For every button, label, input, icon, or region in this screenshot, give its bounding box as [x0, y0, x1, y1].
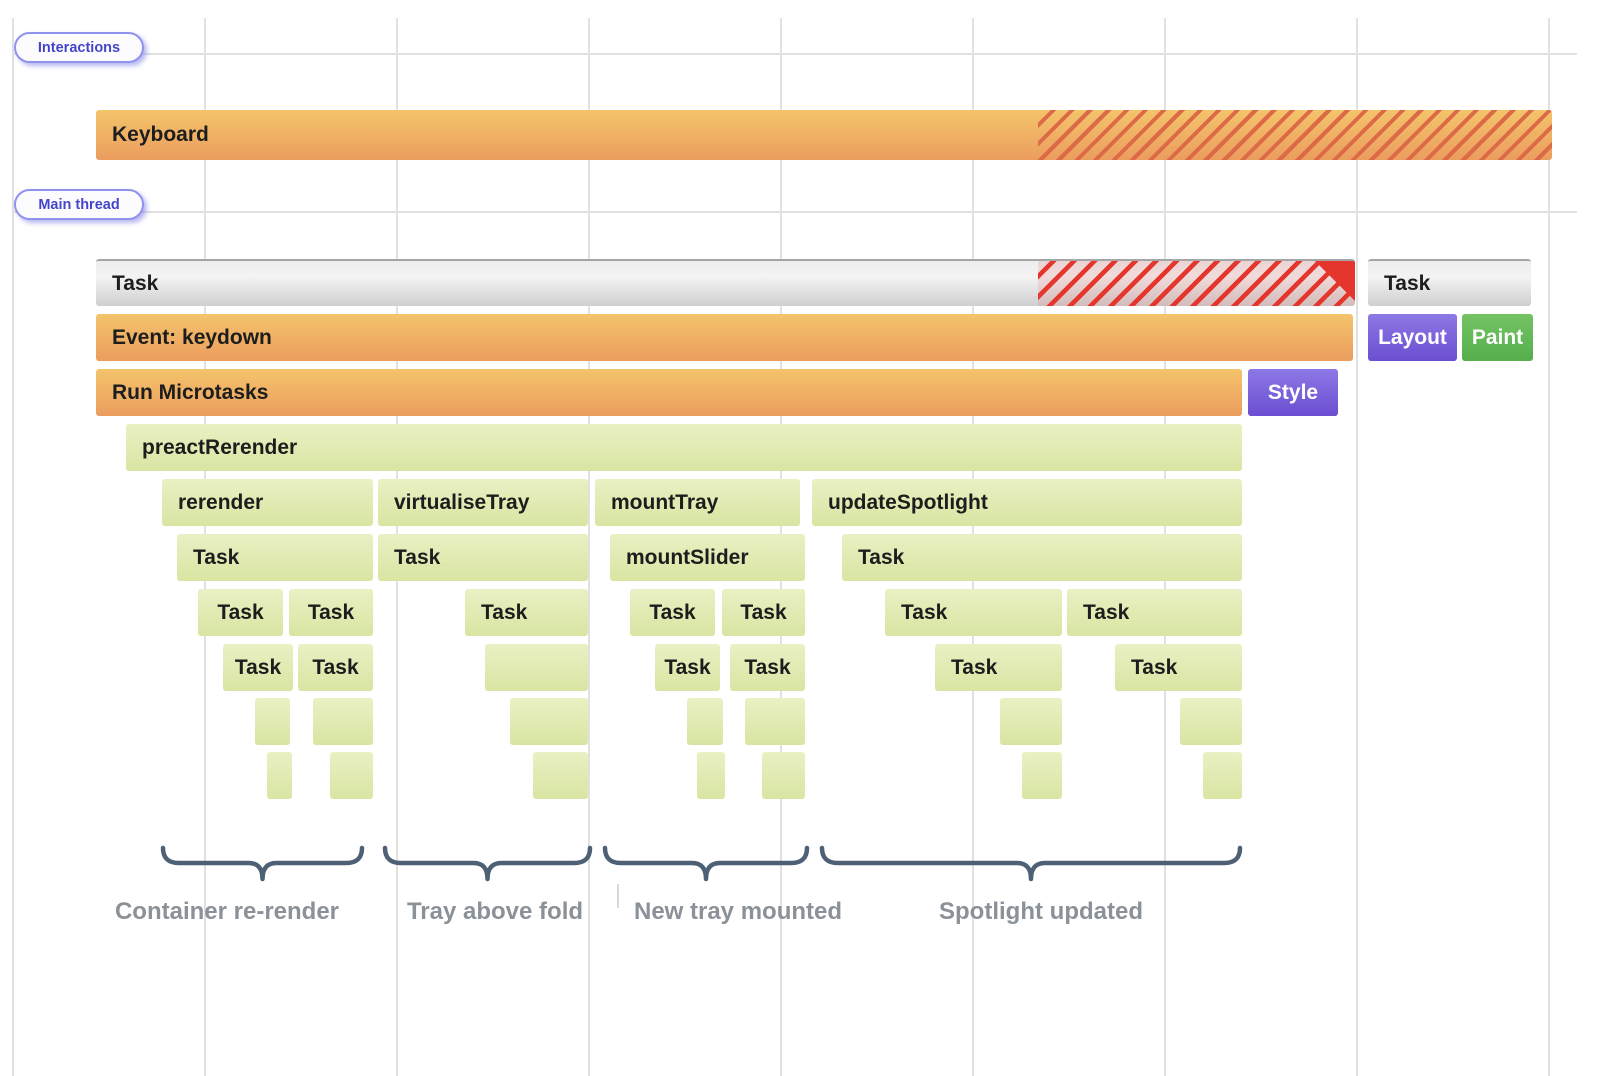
gridline-vertical — [588, 18, 590, 1076]
red-hatch-overlay — [1038, 261, 1355, 306]
gridline-tick — [617, 884, 619, 908]
bar-paint[interactable]: Paint — [1462, 314, 1533, 361]
brace — [160, 845, 365, 882]
bar-label: Task — [307, 600, 355, 624]
bar-label: preactRerender — [142, 435, 298, 459]
bar-task[interactable] — [533, 752, 588, 799]
bar-task[interactable]: Task — [935, 644, 1062, 691]
bar-task[interactable] — [330, 752, 373, 799]
bar-task[interactable]: Task — [1067, 589, 1242, 636]
bar-label: virtualiseTray — [394, 490, 530, 514]
bar-task[interactable]: Task — [289, 589, 373, 636]
bar-label: Paint — [1471, 325, 1524, 349]
bar-label: Task — [481, 600, 528, 624]
bar-task[interactable]: Task — [298, 644, 373, 691]
annotation-label: Container re-render — [114, 898, 340, 925]
gridline-vertical — [1356, 18, 1358, 1076]
bar-label: Task — [858, 545, 905, 569]
gridline-vertical — [1548, 18, 1550, 1076]
bar-task[interactable]: Task — [223, 644, 293, 691]
gridline-horizontal — [12, 211, 1577, 213]
bar-task[interactable] — [510, 698, 588, 745]
bar-label: Task — [901, 600, 948, 624]
bar-task[interactable] — [762, 752, 805, 799]
bar-task[interactable]: Task — [722, 589, 805, 636]
bar-label: Task — [193, 545, 240, 569]
bar-label: rerender — [178, 490, 264, 514]
bar-label: updateSpotlight — [828, 490, 988, 514]
bar-label: Task — [217, 600, 264, 624]
bar-label: mountSlider — [626, 545, 749, 569]
brace — [819, 845, 1243, 882]
bar-task[interactable] — [485, 644, 588, 691]
bar-preact-rerender[interactable]: preactRerender — [126, 424, 1242, 471]
bar-task[interactable]: Task — [630, 589, 715, 636]
bar-task[interactable] — [1000, 698, 1062, 745]
bar-label: Task — [1131, 655, 1178, 679]
bar-label: Keyboard — [112, 123, 209, 146]
bar-label: Task — [649, 600, 696, 624]
bar-label: Run Microtasks — [112, 380, 269, 404]
bar-task[interactable]: Task — [730, 644, 805, 691]
annotation-label: Tray above fold — [406, 898, 584, 925]
bar-update-spotlight[interactable]: updateSpotlight — [812, 479, 1242, 526]
brace — [602, 845, 810, 882]
bar-task[interactable]: Task — [378, 534, 588, 581]
bar-mount-slider[interactable]: mountSlider — [610, 534, 805, 581]
bar-label: Style — [1267, 380, 1319, 404]
bar-run-microtasks[interactable]: Run Microtasks — [96, 369, 1242, 416]
hatch-overlay — [1038, 110, 1552, 160]
bar-task[interactable] — [1203, 752, 1242, 799]
red-corner-triangle — [1313, 261, 1355, 301]
bar-event-keydown[interactable]: Event: keydown — [96, 314, 1353, 361]
bar-task[interactable]: Task — [1115, 644, 1242, 691]
bar-task[interactable] — [267, 752, 292, 799]
bar-virtualise-tray[interactable]: virtualiseTray — [378, 479, 588, 526]
bar-label: Task — [234, 655, 282, 679]
bar-label: Task — [740, 600, 787, 624]
bar-label: Event: keydown — [112, 325, 272, 349]
bar-task-after[interactable]: Task — [1368, 259, 1531, 306]
bar-task[interactable] — [1180, 698, 1242, 745]
bar-label: Task — [312, 655, 359, 679]
track-pill-main-thread[interactable]: Main thread — [14, 189, 144, 220]
bar-layout[interactable]: Layout — [1368, 314, 1457, 361]
bar-rerender[interactable]: rerender — [162, 479, 373, 526]
bar-label: Task — [1083, 600, 1130, 624]
annotation-label: Spotlight updated — [939, 898, 1143, 925]
gridline-vertical — [12, 18, 14, 1076]
bar-task[interactable] — [745, 698, 805, 745]
bar-task[interactable] — [1022, 752, 1062, 799]
bar-task[interactable]: Task — [885, 589, 1062, 636]
bar-task[interactable] — [313, 698, 373, 745]
bar-mount-tray[interactable]: mountTray — [595, 479, 800, 526]
bar-label: mountTray — [611, 490, 719, 514]
bar-task[interactable] — [687, 698, 723, 745]
bar-task[interactable]: Task — [842, 534, 1242, 581]
bar-task[interactable] — [255, 698, 290, 745]
gridline-horizontal — [12, 53, 1577, 55]
brace — [382, 845, 593, 882]
bar-task[interactable] — [697, 752, 725, 799]
bar-label: Task — [394, 545, 441, 569]
track-pill-interactions[interactable]: Interactions — [14, 32, 144, 63]
bar-label: Task — [744, 655, 791, 679]
bar-task-main[interactable]: Task — [96, 259, 1355, 306]
bar-task[interactable]: Task — [655, 644, 720, 691]
bar-task[interactable]: Task — [465, 589, 588, 636]
bar-label: Task — [951, 655, 998, 679]
bar-keyboard[interactable]: Keyboard — [96, 110, 1552, 160]
bar-style[interactable]: Style — [1248, 369, 1338, 416]
bar-task[interactable]: Task — [198, 589, 283, 636]
bar-label: Task — [1384, 271, 1431, 295]
bar-label: Task — [112, 271, 159, 295]
bar-label: Task — [664, 655, 711, 679]
bar-task[interactable]: Task — [177, 534, 373, 581]
bar-label: Layout — [1378, 325, 1447, 349]
annotation-label: New tray mounted — [633, 898, 843, 925]
